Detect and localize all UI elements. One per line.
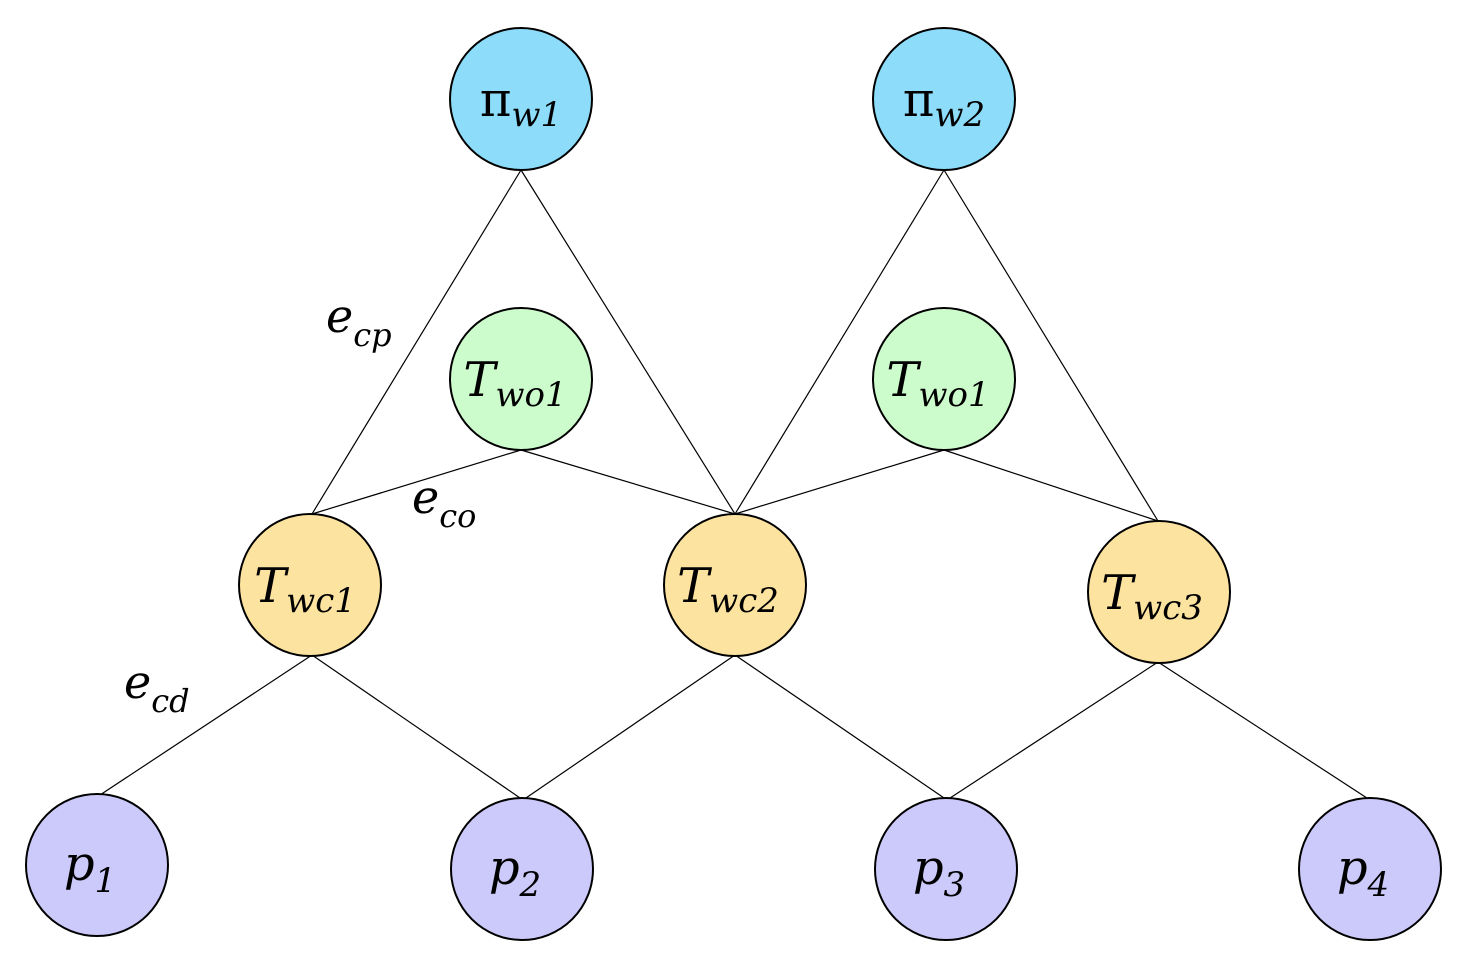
- node-p1-circle: [25, 793, 169, 937]
- node-t-wc3-label: Twc3: [1101, 565, 1203, 628]
- node-p3-label: p3: [913, 840, 965, 905]
- edge-label-ecp: ecp: [326, 289, 392, 354]
- node-p1-label: p1: [64, 836, 116, 901]
- node-pi-w1: πw1: [449, 27, 593, 171]
- node-p4-label: p4: [1337, 840, 1389, 905]
- node-pi-w2-circle: [872, 27, 1016, 171]
- edge-twc2-p2: [522, 654, 736, 801]
- edge-two1a-twc2: [520, 449, 736, 515]
- edge-label-ecd: ecd: [124, 655, 190, 720]
- edge-two1b-twc3: [943, 449, 1159, 522]
- node-p2-label: p2: [489, 840, 541, 905]
- node-t-wo1-right-circle: [872, 307, 1016, 451]
- node-t-wc2-circle: [663, 513, 807, 657]
- node-t-wo1-right-label: Two1: [886, 352, 989, 415]
- node-p4-circle: [1298, 797, 1442, 941]
- node-pi-w2: πw2: [872, 27, 1016, 171]
- node-t-wc2-label: Twc2: [677, 558, 779, 621]
- node-t-wc1-label: Twc1: [254, 558, 356, 621]
- node-t-wc3: Twc3: [1087, 520, 1231, 664]
- node-t-wo1-left-label: Two1: [463, 352, 566, 415]
- node-pi-w2-label: πw2: [903, 72, 985, 135]
- node-t-wc3-circle: [1087, 520, 1231, 664]
- node-t-wc1-circle: [238, 513, 382, 657]
- edge-piw2-twc2: [734, 169, 945, 515]
- edge-label-eco: eco: [412, 470, 476, 535]
- edge-piw2-twc3: [943, 169, 1159, 522]
- node-t-wc1: Twc1: [238, 513, 382, 657]
- edge-twc3-p3: [946, 661, 1159, 801]
- edge-twc2-p3: [734, 654, 948, 801]
- node-p3-circle: [874, 797, 1018, 941]
- edge-twc3-p4: [1157, 661, 1371, 801]
- edge-piw1-twc2: [520, 169, 736, 515]
- node-p1: p1: [25, 793, 169, 937]
- node-p2: p2: [450, 797, 594, 941]
- edges: [99, 169, 1371, 801]
- node-t-wo1-left: Two1: [449, 307, 593, 451]
- edge-two1a-twc1: [311, 449, 522, 515]
- edge-two1b-twc2: [734, 449, 945, 515]
- node-p2-circle: [450, 797, 594, 941]
- edge-twc1-p2: [311, 654, 524, 801]
- node-pi-w1-circle: [449, 27, 593, 171]
- node-t-wc2: Twc2: [663, 513, 807, 657]
- edge-piw1-twc1: [311, 169, 522, 515]
- node-p4: p4: [1298, 797, 1442, 941]
- edge-twc1-p1: [99, 654, 313, 796]
- node-t-wo1-right: Two1: [872, 307, 1016, 451]
- node-p3: p3: [874, 797, 1018, 941]
- node-t-wo1-left-circle: [449, 307, 593, 451]
- node-pi-w1-label: πw1: [480, 72, 562, 135]
